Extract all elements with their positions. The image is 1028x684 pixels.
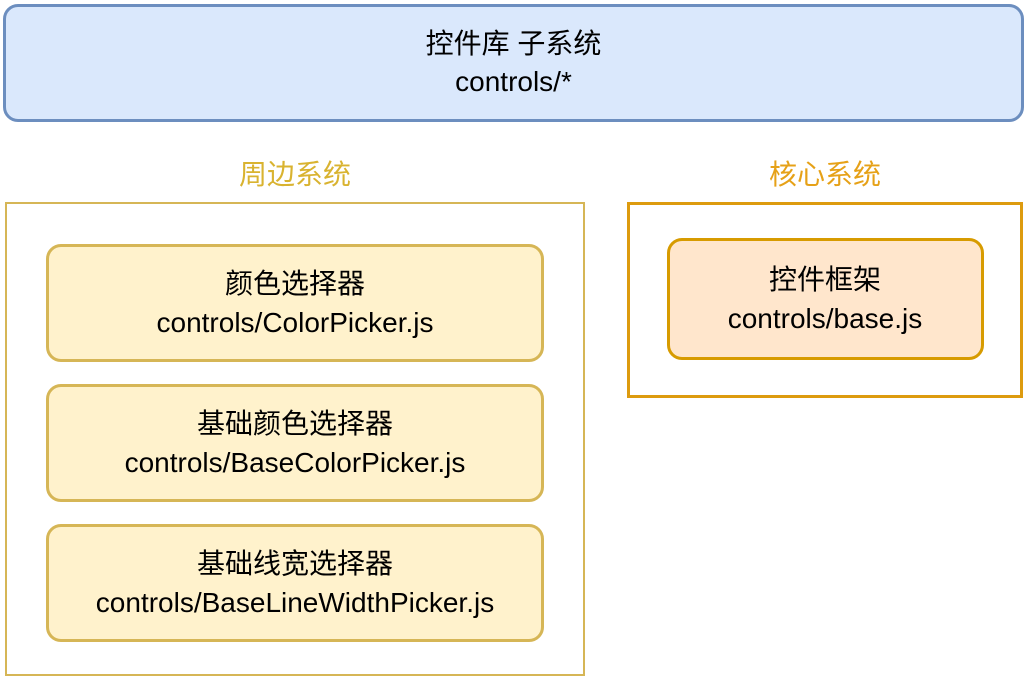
- core-system-container: 控件框架 controls/base.js: [627, 202, 1023, 398]
- module-box-base-color-picker: 基础颜色选择器 controls/BaseColorPicker.js: [46, 384, 544, 502]
- subsystem-path: controls/*: [455, 66, 572, 97]
- core-system-label: 核心系统: [768, 159, 881, 190]
- module-path: controls/BaseColorPicker.js: [124, 447, 466, 478]
- peripheral-system-container: 颜色选择器 controls/ColorPicker.js 基础颜色选择器 co…: [5, 202, 585, 676]
- module-path: controls/ColorPicker.js: [156, 307, 434, 338]
- subsystem-title-box: 控件库 子系统 controls/*: [3, 4, 1024, 122]
- subsystem-title: 控件库 子系统: [425, 28, 602, 59]
- module-box-base-line-width-picker: 基础线宽选择器 controls/BaseLineWidthPicker.js: [46, 524, 544, 642]
- module-box-control-framework: 控件框架 controls/base.js: [666, 238, 984, 360]
- module-box-color-picker: 颜色选择器 controls/ColorPicker.js: [46, 244, 544, 362]
- module-title: 颜色选择器: [224, 268, 365, 299]
- module-title: 基础颜色选择器: [196, 408, 393, 439]
- peripheral-system-label: 周边系统: [238, 159, 351, 190]
- module-path: controls/BaseLineWidthPicker.js: [95, 587, 495, 618]
- module-title: 控件框架: [768, 264, 881, 295]
- module-title: 基础线宽选择器: [196, 548, 393, 579]
- module-path: controls/base.js: [727, 303, 923, 334]
